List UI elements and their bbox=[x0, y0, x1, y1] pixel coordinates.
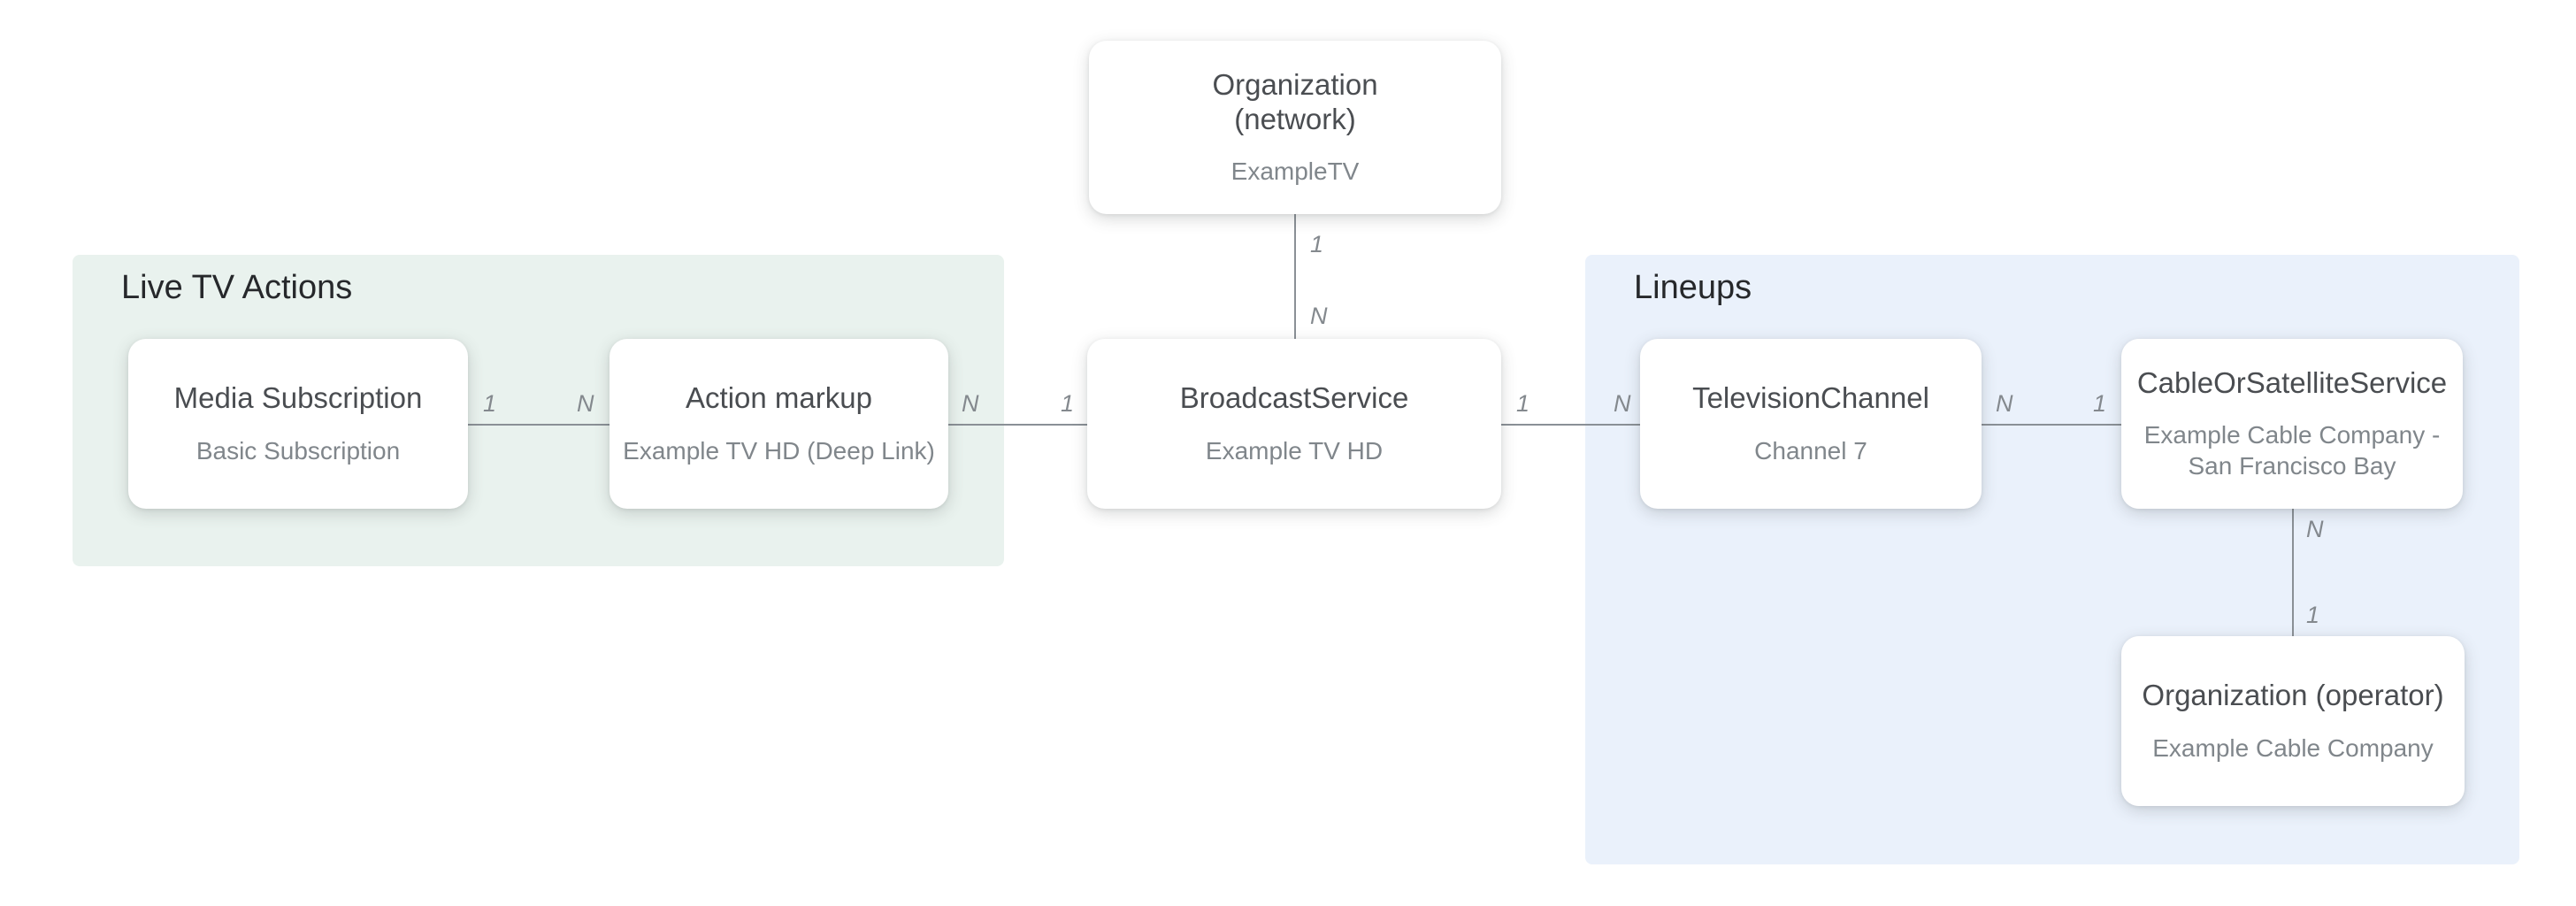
edge-television-channel-cable-or-satellite-service bbox=[1982, 424, 2121, 426]
node-title: Media Subscription bbox=[173, 381, 423, 415]
cardinality-label: N bbox=[1996, 390, 2013, 417]
node-subtitle: Basic Subscription bbox=[196, 436, 401, 465]
node-subtitle: Channel 7 bbox=[1754, 436, 1867, 465]
cardinality-label: N bbox=[577, 390, 594, 417]
node-television-channel: TelevisionChannel Channel 7 bbox=[1640, 339, 1982, 509]
edge-broadcast-service-television-channel bbox=[1501, 424, 1640, 426]
edge-org-network-broadcast-service bbox=[1294, 214, 1296, 339]
cardinality-label: 1 bbox=[483, 390, 497, 417]
node-cable-or-satellite-service: CableOrSatelliteService Example Cable Co… bbox=[2121, 339, 2463, 509]
node-title: BroadcastService bbox=[1179, 381, 1409, 415]
node-title: TelevisionChannel bbox=[1692, 381, 1929, 415]
node-subtitle: Example Cable Company bbox=[2152, 733, 2434, 762]
cardinality-label: N bbox=[2306, 516, 2324, 542]
edge-cable-or-satellite-service-org-operator bbox=[2292, 509, 2294, 636]
node-action-markup: Action markup Example TV HD (Deep Link) bbox=[610, 339, 948, 509]
node-title: CableOrSatelliteService bbox=[2136, 365, 2448, 399]
node-subtitle: Example TV HD (Deep Link) bbox=[623, 436, 935, 465]
node-title: Organization (network) bbox=[1212, 67, 1378, 135]
node-subtitle: Example Cable Company - San Francisco Ba… bbox=[2143, 421, 2441, 480]
node-broadcast-service: BroadcastService Example TV HD bbox=[1087, 339, 1501, 509]
cardinality-label: 1 bbox=[2093, 390, 2107, 417]
node-media-subscription: Media Subscription Basic Subscription bbox=[128, 339, 468, 509]
cardinality-label: 1 bbox=[1516, 390, 1530, 417]
region-title-lineups: Lineups bbox=[1634, 269, 1752, 306]
node-subtitle: Example TV HD bbox=[1205, 436, 1384, 465]
edge-media-subscription-action-markup bbox=[468, 424, 610, 426]
node-title: Action markup bbox=[686, 381, 872, 415]
cardinality-label: N bbox=[962, 390, 979, 417]
cardinality-label: N bbox=[1310, 303, 1328, 329]
cardinality-label: 1 bbox=[1061, 390, 1075, 417]
cardinality-label: N bbox=[1614, 390, 1631, 417]
node-subtitle: ExampleTV bbox=[1230, 157, 1360, 186]
node-organization-network: Organization (network) ExampleTV bbox=[1089, 41, 1501, 214]
cardinality-label: 1 bbox=[2306, 602, 2320, 628]
node-title: Organization (operator) bbox=[2142, 679, 2444, 712]
edge-action-markup-broadcast-service bbox=[948, 424, 1087, 426]
cardinality-label: 1 bbox=[1310, 231, 1324, 257]
node-organization-operator: Organization (operator) Example Cable Co… bbox=[2121, 636, 2465, 806]
region-title-live-tv-actions: Live TV Actions bbox=[121, 269, 353, 306]
